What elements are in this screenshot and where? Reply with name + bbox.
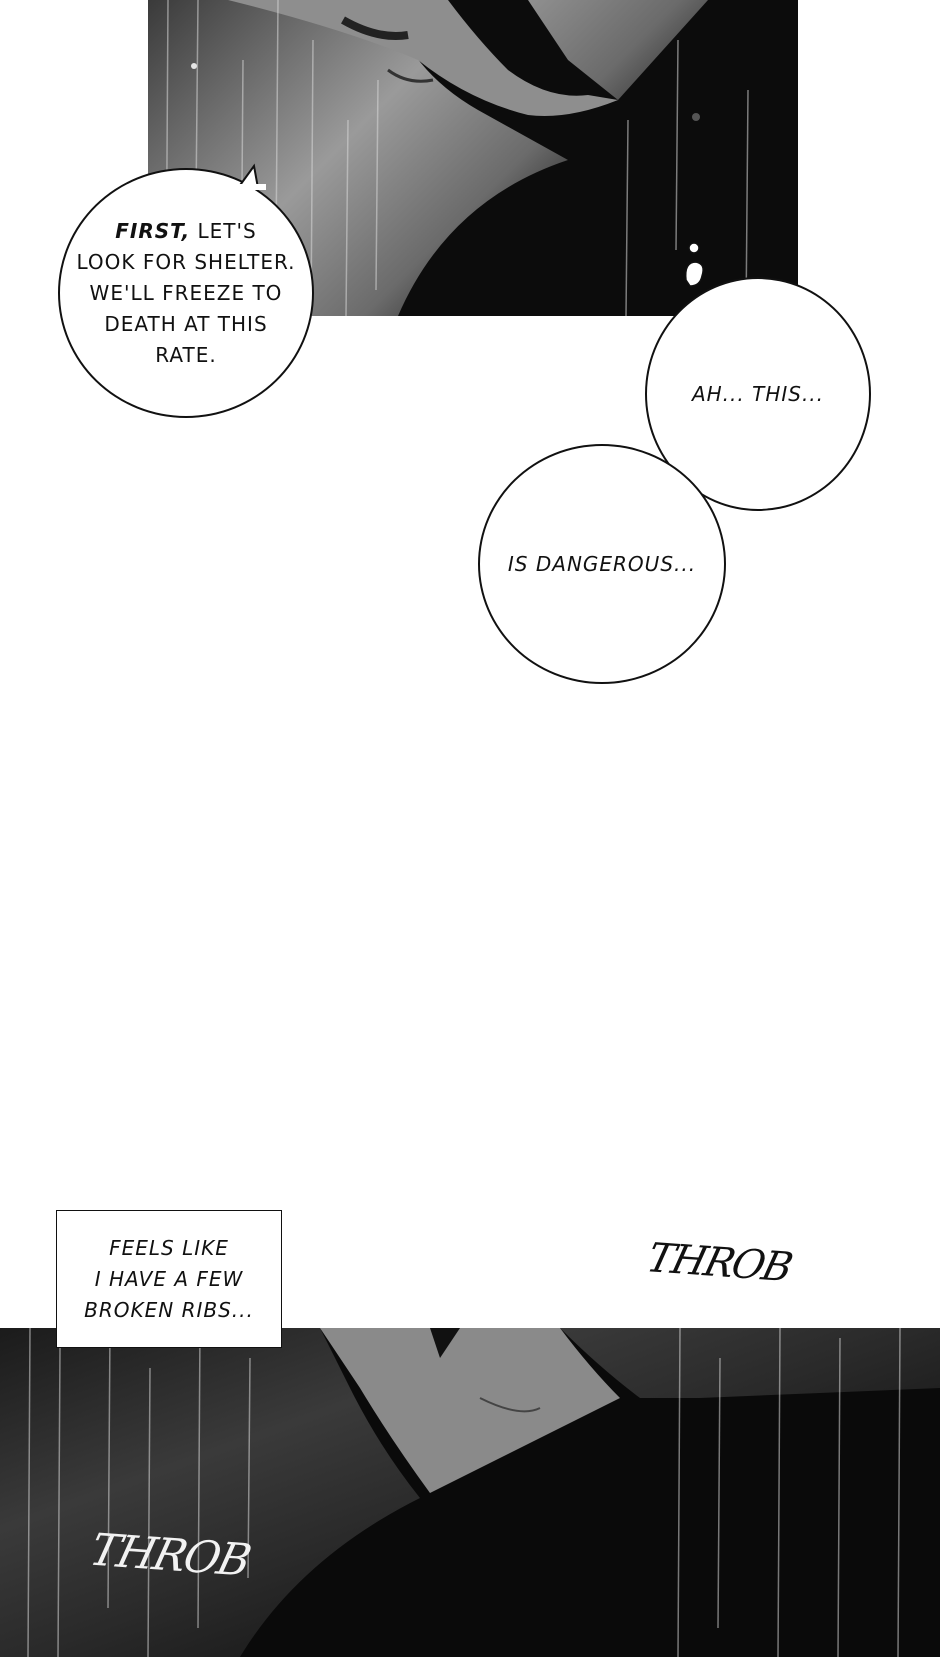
line-text: RATE. <box>155 342 217 367</box>
line-text: DEATH AT THIS <box>104 311 268 336</box>
neck-shape <box>320 1328 620 1493</box>
sound-effect-throb-bottom: THROB <box>84 1524 255 1587</box>
sound-effect-throb: THROB <box>642 1235 796 1291</box>
closed-eye-mark <box>341 16 409 40</box>
emphasis-word: FIRST, <box>115 218 191 243</box>
line-text: WE'LL FREEZE TO <box>89 280 283 305</box>
speech-bubble-shelter-text: FIRST, LET'S LOOK FOR SHELTER. WE'LL FRE… <box>76 216 295 371</box>
rain-drop <box>692 113 700 121</box>
face-profile-shape <box>228 0 618 116</box>
line-text: LOOK FOR SHELTER. <box>76 249 296 274</box>
bottom-panel-art <box>27 1328 940 1657</box>
rain-lines <box>27 1328 901 1657</box>
caption-line: BROKEN RIBS... <box>84 1297 254 1322</box>
speech-bubble-dangerous: IS DANGEROUS... <box>478 444 726 684</box>
line-text: LET'S <box>197 218 257 243</box>
caption-line: I HAVE A FEW <box>94 1266 244 1291</box>
ink-splash-marks <box>684 242 704 287</box>
bottom-comic-panel <box>0 1328 940 1657</box>
mouth-line <box>387 68 434 83</box>
hair-tip <box>430 1328 460 1358</box>
speech-bubble-dangerous-text: IS DANGEROUS... <box>507 552 697 576</box>
speech-bubble-tail <box>236 163 266 190</box>
narration-caption-box: FEELS LIKE I HAVE A FEW BROKEN RIBS... <box>56 1210 282 1348</box>
speech-bubble-shelter: FIRST, LET'S LOOK FOR SHELTER. WE'LL FRE… <box>58 168 314 418</box>
throat-line <box>479 1397 541 1413</box>
caption-line: FEELS LIKE <box>109 1235 229 1260</box>
rain-drop <box>191 63 197 69</box>
speech-bubble-ah-this-text: AH... THIS... <box>691 382 825 406</box>
